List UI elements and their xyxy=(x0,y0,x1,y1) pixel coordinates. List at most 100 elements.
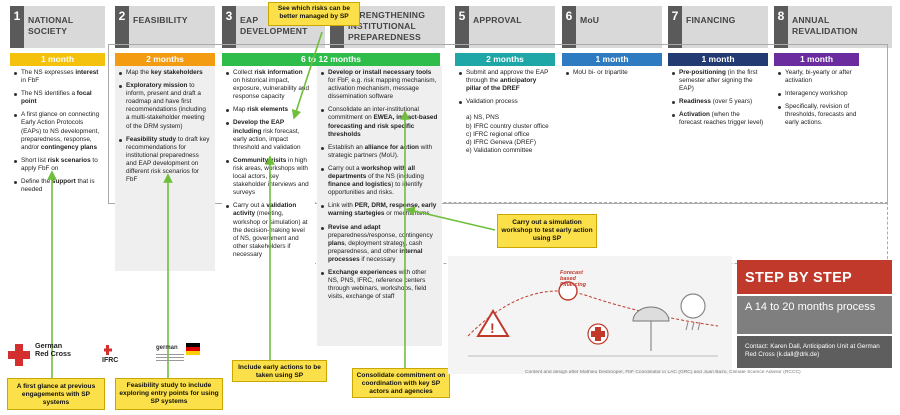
duration-bar-6: 1 month xyxy=(562,53,662,66)
duration-bar-2: 2 months xyxy=(115,53,215,66)
phase-header-2: 2 FEASIBILITY xyxy=(115,6,215,48)
duration-bar-1: 1 month xyxy=(10,53,105,66)
list-item: Revise and adapt preparedness/response, … xyxy=(321,224,438,264)
column-revalidation: Yearly, bi-yearly or after activation In… xyxy=(774,66,869,166)
phase-number: 8 xyxy=(774,6,788,48)
list-item: Validation process xyxy=(459,98,551,106)
process-duration: A 14 to 20 months process xyxy=(737,296,892,334)
list-item: Short list risk scenarios to apply FbF o… xyxy=(14,157,101,173)
list-item: Map the key stakeholders xyxy=(119,69,211,77)
list-item: Collect risk information on historical i… xyxy=(226,69,311,101)
list-item: The NS expresses interest in FbF xyxy=(14,69,101,85)
callout-risks: See which risks can be better managed by… xyxy=(268,2,360,26)
duration-bar-3: 6 to 12 months xyxy=(222,53,440,66)
list-item: e) Validation committee xyxy=(466,146,533,154)
list-item: Community visits in high risk areas, wor… xyxy=(226,157,311,197)
list-item: MoU bi- or tripartite xyxy=(566,69,658,77)
list-item: b) IFRC country cluster office xyxy=(466,122,549,130)
duration-bar-5: 2 months xyxy=(455,53,555,66)
phase-header-7: 7 FINANCING xyxy=(668,6,768,48)
german-red-cross-logo: German Red Cross xyxy=(8,340,78,374)
list-item: Interagency workshop xyxy=(778,90,865,98)
phase-title: FEASIBILITY xyxy=(133,15,188,25)
ifrc-emblem-icon xyxy=(104,345,118,355)
warning-triangle-icon xyxy=(476,309,510,337)
phase-number: 3 xyxy=(222,6,236,48)
ifrc-logo: IFRC xyxy=(100,344,140,370)
umbrella-icon xyxy=(632,306,670,322)
list-item: The NS identifies a focal point xyxy=(14,90,101,106)
list-item: Feasibility study to draft key recommend… xyxy=(119,136,211,185)
list-item: Develop the EAP including risk forecast,… xyxy=(226,119,311,151)
list-item: Activation (when the forecast reaches tr… xyxy=(672,111,764,127)
upper-frame xyxy=(108,44,888,204)
phase-title: STRENGTHENING INSTITUTIONAL PREPAREDNESS xyxy=(348,10,426,42)
list-item: Pre-positioning (in the first semester a… xyxy=(672,69,764,93)
credits: Content and design after Mathieu Destroo… xyxy=(525,370,801,375)
list-item xyxy=(459,106,551,114)
grc-logo-text: German Red Cross xyxy=(35,341,71,358)
list-item: A first glance on connecting Early Actio… xyxy=(14,111,101,151)
svg-text:!: ! xyxy=(490,320,495,336)
list-item: c) IFRC regional office xyxy=(466,130,530,138)
step-by-step-title: STEP BY STEP xyxy=(737,260,892,294)
forecast-illustration: ! xyxy=(467,281,719,357)
rain-cloud-icon xyxy=(680,293,706,319)
red-cross-icon xyxy=(8,344,30,366)
column-mou: MoU bi- or tripartite xyxy=(562,66,662,86)
list-item: Submit and approve the EAP through the a… xyxy=(459,69,551,93)
list-item: a) NS, PNS xyxy=(466,114,500,122)
callout-feasibility: Feasibility study to include exploring e… xyxy=(115,378,223,410)
list-item: Develop or install necessary tools for F… xyxy=(321,69,438,101)
callout-early-actions: Include early actions to be taken using … xyxy=(232,360,327,382)
phase-number: 5 xyxy=(455,6,469,48)
phase-header-1: 1 NATIONAL SOCIETY xyxy=(10,6,105,48)
phase-number: 6 xyxy=(562,6,576,48)
forecast-icon xyxy=(558,281,578,301)
list-item: Yearly, bi-yearly or after activation xyxy=(778,69,865,85)
phase-number: 2 xyxy=(115,6,129,48)
forecast-curve xyxy=(467,290,719,337)
ifrc-logo-text: IFRC xyxy=(102,357,119,364)
phase-title: MoU xyxy=(580,15,600,25)
list-item: d) IFRC Geneva (DREF) xyxy=(466,138,536,146)
illustration-panel: ! Forecast based Financing xyxy=(448,256,732,374)
list-item: Readiness (over 5 years) xyxy=(672,98,764,106)
phase-header-8: 8 ANNUAL REVALIDATION xyxy=(774,6,892,48)
phase-number: 1 xyxy=(10,6,24,48)
list-item: Link with PER, DRM, response, early warn… xyxy=(321,202,438,218)
fbf-label: Forecast based Financing xyxy=(560,270,586,288)
german-logo-text: german xyxy=(156,345,178,351)
column-feasibility: Map the key stakeholders Exploratory mis… xyxy=(115,66,215,271)
list-item: Consolidate an inter-institutional commi… xyxy=(321,106,438,138)
list-item: Specifically, revision of thresholds, fo… xyxy=(778,103,865,127)
column-national-society: The NS expresses interest in FbF The NS … xyxy=(10,66,105,296)
phase-title: EAP DEVELOPMENT xyxy=(240,15,308,36)
phase-header-6: 6 MoU xyxy=(562,6,662,48)
column-financing: Pre-positioning (in the first semester a… xyxy=(668,66,768,166)
list-item: Exploratory mission to inform, present a… xyxy=(119,82,211,131)
phase-title: ANNUAL REVALIDATION xyxy=(792,15,858,36)
list-item: Exchange experiences with other NS, PNS,… xyxy=(321,269,438,301)
phase-title: APPROVAL xyxy=(473,15,522,25)
phase-header-5: 5 APPROVAL xyxy=(455,6,555,48)
list-item: Establish an alliance for action with st… xyxy=(321,144,438,160)
column-approval: Submit and approve the EAP through the a… xyxy=(455,66,555,201)
phase-title: NATIONAL SOCIETY xyxy=(28,15,74,36)
duration-bar-7: 1 month xyxy=(668,53,768,66)
list-item: Carry out a workshop with all department… xyxy=(321,165,438,197)
duration-bar-8: 1 month xyxy=(774,53,859,66)
callout-simulation: Carry out a simulation workshop to test … xyxy=(497,214,597,248)
german-federal-logo: german xyxy=(156,343,206,369)
column-eap-development: Collect risk information on historical i… xyxy=(222,66,315,346)
list-item: Define the support that is needed xyxy=(14,178,101,194)
phase-number: 7 xyxy=(668,6,682,48)
column-strengthening: Develop or install necessary tools for F… xyxy=(317,66,442,346)
callout-consolidate: Consolidate commitment on coordination w… xyxy=(352,368,450,398)
contact-info: Contact: Karen Dall, Anticipation Unit a… xyxy=(737,336,892,368)
list-item: Carry out a validation activity (meeting… xyxy=(226,202,311,259)
phase-title: FINANCING xyxy=(686,15,736,25)
callout-engagements: A first glance at previous engagements w… xyxy=(7,378,105,410)
list-item: Map risk elements xyxy=(226,106,311,114)
german-flag-icon xyxy=(186,343,200,355)
